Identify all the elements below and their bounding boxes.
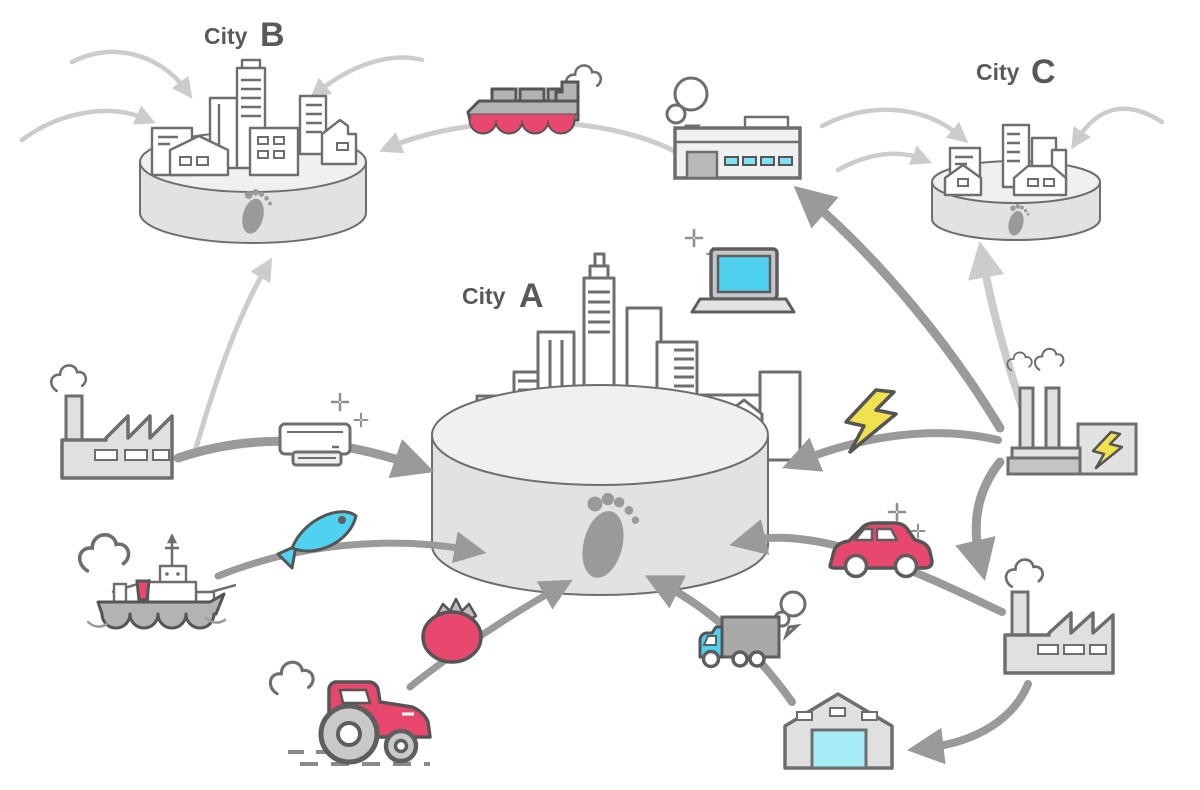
fish-icon [276,510,358,570]
arrow-into-city-c-2 [835,145,932,173]
city-a-letter: A [519,277,544,315]
city-b-prefix: City [204,23,248,49]
air-conditioner-icon [278,392,369,467]
car-icon [828,502,934,579]
city-b-label: City B [204,16,285,54]
city-a-label: City A [462,277,544,315]
city-a-prefix: City [462,283,506,309]
lightning-bolt-icon [844,388,898,454]
factory-right-icon [1003,558,1115,675]
city-c-label: City C [976,53,1056,91]
arrow-factory-to-city-b [193,257,273,451]
arrow-powerplant-to-factory2 [955,457,1005,582]
goods-factory-icon [665,76,802,180]
warehouse-icon [783,692,894,770]
tractor-icon [268,660,432,766]
city-c-prefix: City [976,59,1020,85]
city-c-platform [931,123,1101,241]
container-ship-icon [466,64,603,135]
arrow-fish-to-city-a [214,531,487,580]
city-a-platform [431,252,802,596]
light-arrows [19,49,1165,451]
arrow-factory-to-warehouse [906,680,1032,765]
arrow-powerplant-to-factory [793,185,1005,433]
fishing-ship-icon [77,533,237,630]
power-plant-icon [1006,347,1138,476]
laptop-icon [684,228,796,314]
city-b-skyline [150,58,358,177]
arrow-into-city-c-3 [1071,106,1165,150]
power-lightning-emblem [1091,430,1124,470]
arrow-into-city-b-3 [309,55,425,99]
city-a-top [431,384,769,486]
arrow-electricity-to-city-a [782,429,1002,472]
arrow-into-city-b-2 [19,105,156,143]
arrow-into-city-c-1 [819,107,969,143]
city-c-skyline [943,123,1068,197]
city-b-letter: B [260,16,285,54]
arrow-into-city-b-1 [69,49,193,99]
truck-icon [698,590,807,669]
factory-left-icon [49,364,174,480]
city-b-platform [139,58,367,244]
city-c-letter: C [1031,53,1056,91]
tomato-icon [421,597,483,664]
smoke-puff-icon [665,76,709,144]
